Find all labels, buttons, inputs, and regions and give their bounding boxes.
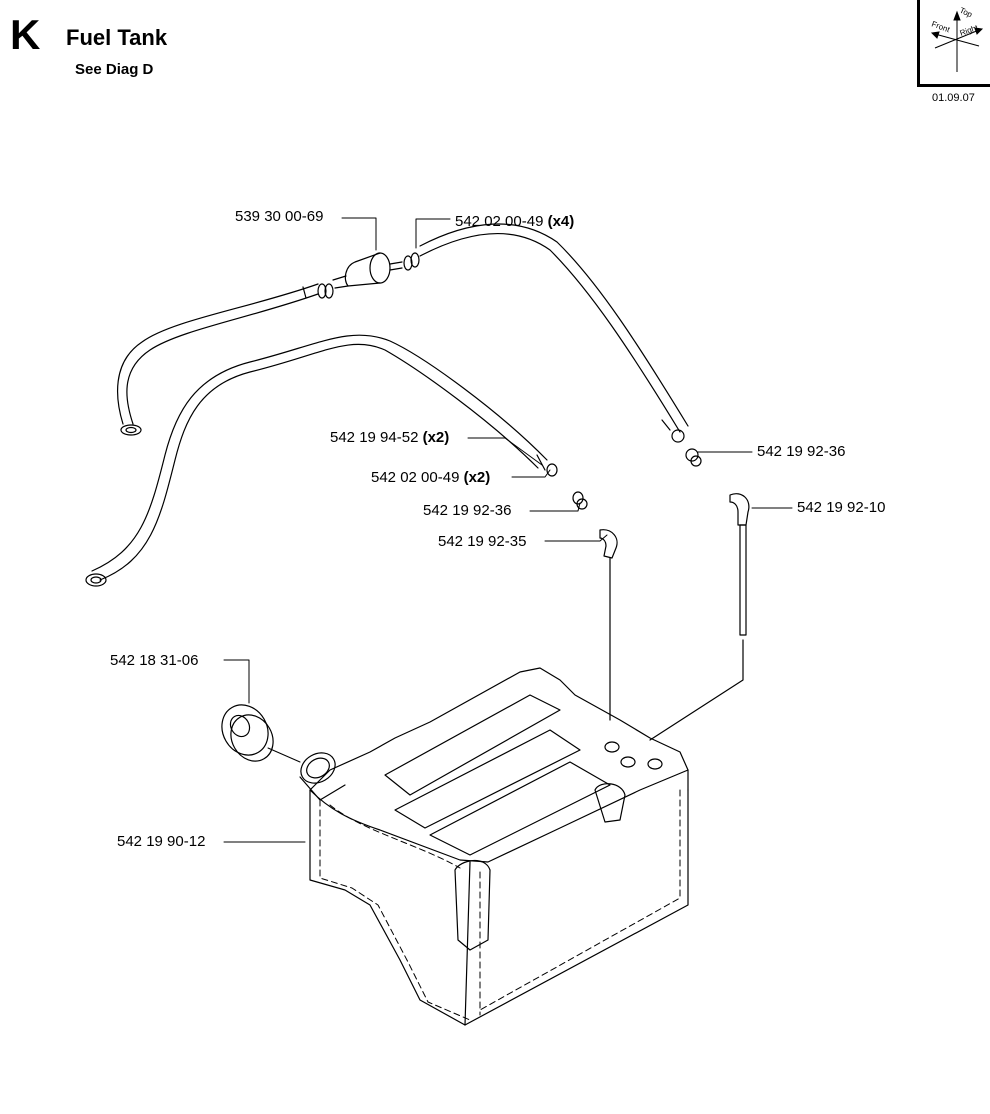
- callout-hose-clamp-x4: 542 02 00-49 (x4): [455, 213, 574, 230]
- callout-fuel-cap: 542 18 31-06: [110, 652, 198, 669]
- part-number: 542 18 31-06: [110, 652, 199, 669]
- orientation-box: [917, 0, 990, 87]
- quantity: (x4): [547, 213, 575, 230]
- orientation-axes-icon: Top Front Right: [930, 6, 984, 72]
- section-letter: K: [10, 11, 41, 58]
- callout-hose-clamp-x2: 542 02 00-49 (x2): [371, 469, 490, 486]
- fuel-hose-right: [419, 223, 689, 433]
- quantity: (x2): [463, 469, 491, 486]
- part-number: 542 02 00-49: [455, 213, 544, 230]
- part-number: 542 19 92-36: [423, 502, 512, 519]
- callout-fuel-hose: 542 19 94-52 (x2): [330, 429, 449, 446]
- leader-lines: [223, 217, 793, 843]
- part-number: 542 19 94-52: [330, 429, 419, 446]
- revision-date: 01.09.07: [932, 92, 975, 104]
- callout-fitting-left: 542 19 92-36: [423, 502, 511, 519]
- part-number: 542 19 92-36: [757, 443, 846, 460]
- page-title: Fuel Tank: [66, 25, 168, 50]
- hose-clamps-middle: [546, 429, 702, 510]
- part-number: 539 30 00-69: [235, 208, 324, 225]
- part-number: 542 19 90-12: [117, 833, 206, 850]
- elbow-fitting-left: [599, 529, 618, 721]
- callout-elbow-left: 542 19 92-35: [438, 533, 526, 550]
- callout-fuel-filter: 539 30 00-69: [235, 208, 323, 225]
- fuel-filter: [332, 252, 403, 289]
- fuel-tank-body: [299, 667, 689, 1026]
- elbow-fitting-right: [649, 493, 750, 741]
- part-number: 542 19 92-35: [438, 533, 527, 550]
- callout-fuel-tank: 542 19 90-12: [117, 833, 205, 850]
- callout-elbow-right: 542 19 92-10: [797, 499, 885, 516]
- quantity: (x2): [422, 429, 450, 446]
- diagram-reference: See Diag D: [75, 61, 154, 78]
- fuel-cap: [221, 704, 301, 763]
- fuel-hose-lower-left: [85, 334, 548, 587]
- hose-clamps-upper: [317, 252, 420, 299]
- callout-fitting-right: 542 19 92-36: [757, 443, 845, 460]
- part-number: 542 02 00-49: [371, 469, 460, 486]
- tank-hidden-lines: [319, 789, 681, 1021]
- fuel-hose-upper-left: [116, 283, 319, 436]
- part-number: 542 19 92-10: [797, 499, 886, 516]
